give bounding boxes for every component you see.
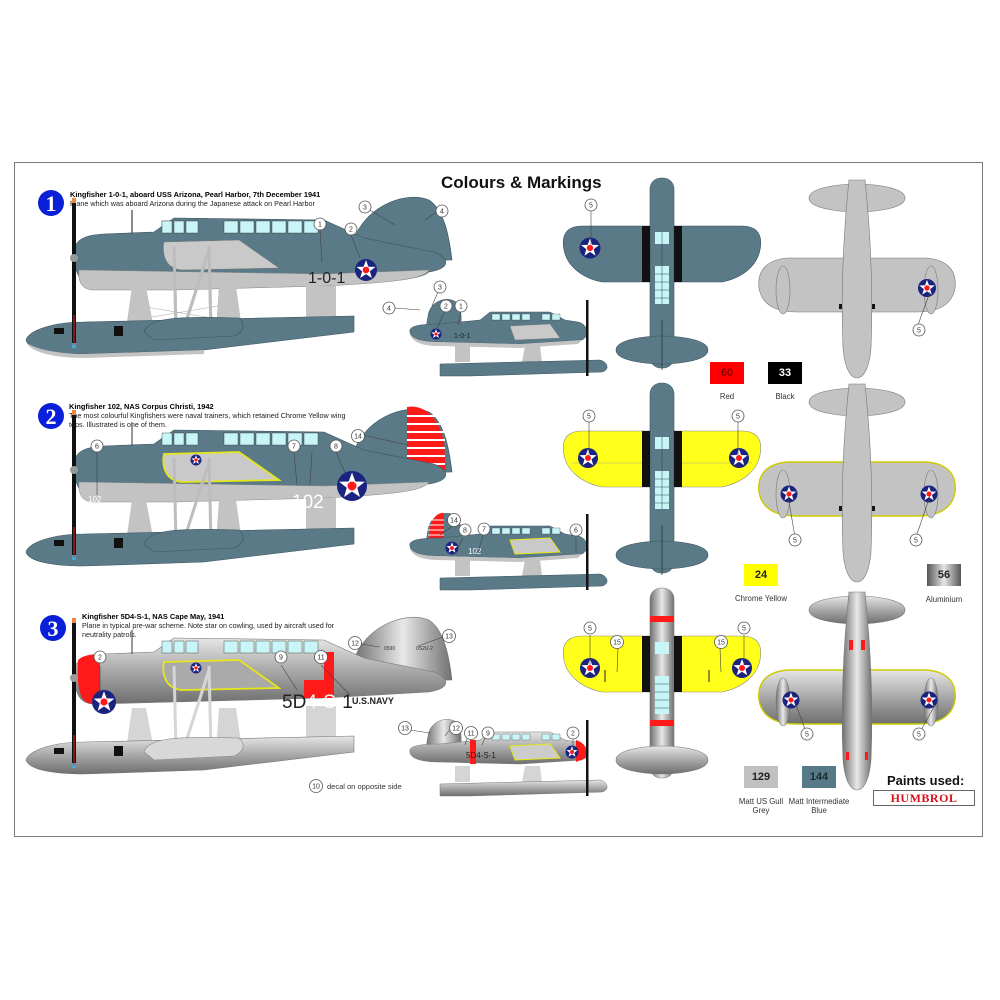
paint-label-aluminium: Aluminium xyxy=(925,595,963,604)
scheme-2-description: The most colourful Kingfishers were nava… xyxy=(69,411,346,429)
svg-text:15: 15 xyxy=(613,640,621,647)
svg-text:3: 3 xyxy=(363,205,367,212)
top-view-scheme-3 xyxy=(562,587,762,779)
svg-text:8: 8 xyxy=(463,528,467,535)
svg-text:4: 4 xyxy=(440,209,444,216)
scheme-1-description: Plane which was aboard Arizona during th… xyxy=(70,199,315,208)
svg-text:13: 13 xyxy=(445,634,453,641)
svg-text:1: 1 xyxy=(459,304,463,311)
svg-text:6: 6 xyxy=(95,444,99,451)
scheme-3-description: Plane in typical pre-war scheme. Note st… xyxy=(82,621,335,639)
scheme-2-large-profile xyxy=(25,406,453,567)
svg-text:8: 8 xyxy=(334,444,338,451)
svg-text:102: 102 xyxy=(468,547,482,556)
top-view-scheme-2 xyxy=(562,382,762,575)
bottom-view-scheme-2 xyxy=(758,383,956,583)
scheme-2-heading: Kingfisher 102, NAS Corpus Christi, 1942 xyxy=(69,402,214,411)
paint-label-intermediate-blue: Matt Intermediate Blue xyxy=(788,797,850,815)
paint-label-chrome-yellow: Chrome Yellow xyxy=(734,594,787,603)
decal-note: decal on opposite side xyxy=(327,782,402,791)
svg-text:15: 15 xyxy=(717,640,725,647)
svg-text:3: 3 xyxy=(438,285,442,292)
humbrol-logo: HUMBROL xyxy=(873,790,975,806)
svg-text:5: 5 xyxy=(917,732,921,739)
scheme-2-small-profile: 102 xyxy=(409,512,608,591)
scheme-1-heading: Kingfisher 1-0-1, aboard USS Arizona, Pe… xyxy=(70,190,321,199)
scheme-2-fuselage-code: 102 xyxy=(292,492,324,513)
svg-text:0590: 0590 xyxy=(384,646,395,652)
scheme-2-caption: Kingfisher 102, NAS Corpus Christi, 1942… xyxy=(69,402,349,429)
paint-label-black: Black xyxy=(775,392,795,401)
svg-text:5: 5 xyxy=(736,414,740,421)
paint-label-red: Red xyxy=(719,392,735,401)
paint-swatch-aluminium: 56 xyxy=(927,564,961,586)
svg-text:12: 12 xyxy=(452,726,460,733)
paint-swatch-red: 60 xyxy=(710,362,744,384)
scheme-3-heading: Kingfisher 5D4-S-1, NAS Cape May, 1941 xyxy=(82,612,225,621)
scheme-3-small-profile: 5D4-S-1 xyxy=(409,719,608,797)
paint-label-gull-grey: Matt US Gull Grey xyxy=(738,797,784,815)
bottom-view-scheme-1 xyxy=(758,179,956,379)
svg-text:2: 2 xyxy=(571,731,575,738)
svg-text:6: 6 xyxy=(574,528,578,535)
bottom-view-scheme-3 xyxy=(758,591,956,791)
svg-text:7: 7 xyxy=(482,527,486,534)
scheme-3-fuselage-code: 5D4-S-1 xyxy=(282,692,353,713)
paint-swatch-intermediate-blue: 144 xyxy=(802,766,836,788)
svg-text:13: 13 xyxy=(401,726,409,733)
svg-text:5: 5 xyxy=(588,626,592,633)
scheme-2-badge: 2 xyxy=(38,403,64,429)
scheme-3-badge: 3 xyxy=(40,615,66,641)
svg-text:9: 9 xyxy=(486,731,490,738)
svg-text:1: 1 xyxy=(318,222,322,229)
scheme-3-caption: Kingfisher 5D4-S-1, NAS Cape May, 1941 P… xyxy=(82,612,362,639)
scheme-1-large-profile xyxy=(25,196,453,358)
svg-text:7: 7 xyxy=(292,444,296,451)
svg-text:2: 2 xyxy=(349,227,353,234)
svg-text:2: 2 xyxy=(98,655,102,662)
svg-text:5: 5 xyxy=(589,203,593,210)
svg-text:5: 5 xyxy=(793,538,797,545)
svg-text:1-0-1: 1-0-1 xyxy=(454,333,470,340)
svg-text:5: 5 xyxy=(587,414,591,421)
top-view-scheme-1 xyxy=(562,177,762,370)
callout-markers: 1 2 3 4 4 3 2 1 5 5 6 7 8 14 14 8 7 6 5 … xyxy=(90,198,926,793)
svg-text:9: 9 xyxy=(279,655,283,662)
svg-text:5: 5 xyxy=(914,538,918,545)
paints-used-label: Paints used: xyxy=(887,773,965,788)
scheme-3-large-profile: 0S2U-2 0590 xyxy=(25,616,453,775)
paint-swatch-chrome-yellow: 24 xyxy=(744,564,778,586)
page-title: Colours & Markings xyxy=(441,173,602,192)
svg-text:2: 2 xyxy=(444,304,448,311)
svg-text:14: 14 xyxy=(450,518,458,525)
svg-text:5: 5 xyxy=(805,732,809,739)
scheme-3-navy-text: U.S.NAVY xyxy=(352,696,394,706)
scheme-1-fuselage-code: 1-0-1 xyxy=(308,270,345,287)
svg-text:14: 14 xyxy=(354,434,362,441)
svg-text:11: 11 xyxy=(317,655,324,662)
scheme-2-cowl-code: 102 xyxy=(88,495,102,504)
svg-text:5D4-S-1: 5D4-S-1 xyxy=(466,751,496,760)
svg-text:4: 4 xyxy=(387,306,391,313)
paint-swatch-black: 33 xyxy=(768,362,802,384)
scheme-1-caption: Kingfisher 1-0-1, aboard USS Arizona, Pe… xyxy=(70,190,370,208)
svg-text:10: 10 xyxy=(312,784,320,791)
scheme-1-small-profile: 1-0-1 xyxy=(409,299,608,377)
paint-swatch-gull-grey: 129 xyxy=(744,766,778,788)
scheme-1-badge: 1 xyxy=(38,190,64,216)
svg-text:12: 12 xyxy=(351,641,359,648)
svg-text:5: 5 xyxy=(742,626,746,633)
svg-text:0S2U-2: 0S2U-2 xyxy=(416,646,433,652)
svg-text:11: 11 xyxy=(467,731,474,738)
svg-text:5: 5 xyxy=(917,328,921,335)
